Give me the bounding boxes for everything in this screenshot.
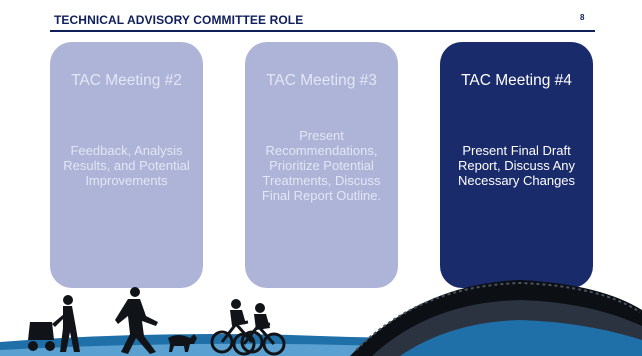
stroller-walker-icon xyxy=(28,295,80,352)
card-body: Feedback, Analysis Results, and Potentia… xyxy=(56,122,197,208)
card-body-text: Feedback, Analysis Results, and Potentia… xyxy=(63,142,190,188)
tire-icon xyxy=(350,280,642,356)
footer-illustration xyxy=(0,280,642,356)
card-title: TAC Meeting #3 xyxy=(266,72,377,89)
card-tac-meeting-4: TAC Meeting #4 Present Final Draft Repor… xyxy=(440,42,593,288)
card-tac-meeting-3: TAC Meeting #3 Present Recommendations, … xyxy=(245,42,398,288)
card-title: TAC Meeting #4 xyxy=(461,72,572,89)
slide-title: TECHNICAL ADVISORY COMMITTEE ROLE xyxy=(54,13,304,27)
page-number: 8 xyxy=(580,13,585,22)
card-body: Present Recommendations, Prioritize Pote… xyxy=(251,122,392,208)
card-title: TAC Meeting #2 xyxy=(71,72,182,89)
title-underline xyxy=(50,30,595,32)
card-body-text: Present Final Draft Report, Discuss Any … xyxy=(457,142,576,188)
runner-with-dog-icon xyxy=(115,287,197,354)
card-body: Present Final Draft Report, Discuss Any … xyxy=(446,122,587,208)
card-body-text: Present Recommendations, Prioritize Pote… xyxy=(261,127,382,203)
card-tac-meeting-2: TAC Meeting #2 Feedback, Analysis Result… xyxy=(50,42,203,288)
